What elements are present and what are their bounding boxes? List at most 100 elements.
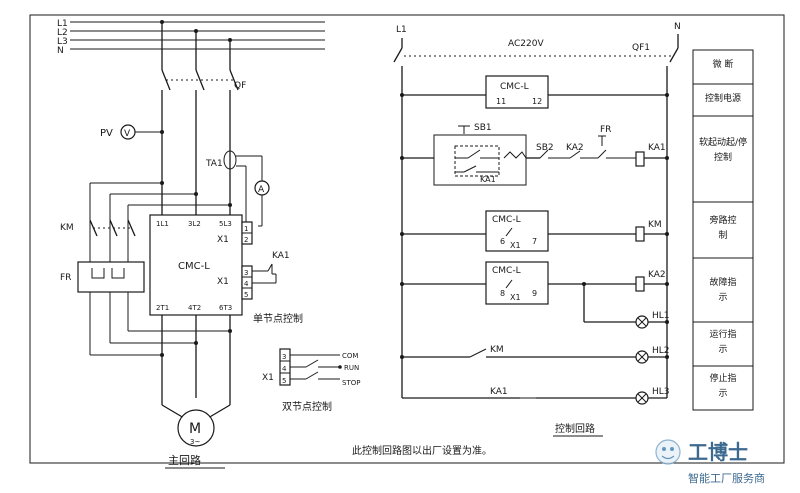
dual-signal-stop: STOP (342, 379, 360, 387)
ka1-main-label: KA1 (272, 251, 290, 261)
pin-4t2: 4T2 (188, 304, 201, 312)
control-circuit: L1 N AC220V QF1 CMC-L 11 12 (393, 22, 681, 437)
ta1-label: TA1 (205, 159, 223, 169)
legend-item-run: 运行指示 (709, 330, 737, 355)
control-circuit-caption: 控制回路 (555, 422, 595, 435)
motor-symbol: M (189, 421, 201, 437)
motor-phase: 3~ (190, 438, 200, 446)
x1-label-bottom: X1 (217, 277, 229, 287)
legend-item-bypass: 旁路控制 (709, 216, 737, 241)
bus-label-l2: L2 (57, 28, 68, 38)
term-5: 5 (244, 291, 248, 299)
ka1-contact-label: KA1 (490, 387, 508, 397)
voltmeter: V PV (100, 124, 164, 140)
pin-5l3: 5L3 (219, 220, 232, 228)
watermark-name: 工博士 (688, 440, 748, 464)
legend-item-stop: 停止指示 (709, 374, 737, 399)
row-start-stop: SB1 KA1 SB2 KA2 FR KA1 (400, 123, 669, 186)
main-circuit-caption: 主回路 (168, 454, 201, 467)
qf-label: QF (234, 81, 246, 91)
bus-label-l1: L1 (57, 19, 68, 29)
dual-signal-run: RUN (344, 364, 359, 372)
bus-label-n: N (57, 46, 64, 56)
cmc-power-label: CMC-L (500, 82, 529, 92)
legend-table: 微 断 控制电源 软起动起/停控制 旁路控制 故障指示 运行指示 停止指示 (692, 49, 754, 411)
qf-breaker: QF (161, 69, 246, 215)
bypass-cmc-label: CMC-L (492, 215, 521, 225)
ka1-hold-label: KA1 (480, 175, 496, 184)
hl1-lamp (635, 315, 649, 329)
legend-item-fault: 故障指示 (709, 278, 737, 303)
row-fault: CMC-L 8 X1 9 KA2 HL1 (400, 261, 670, 329)
pin-1l1: 1L1 (156, 220, 169, 228)
control-n-label: N (674, 22, 681, 32)
km-contactor: KM (60, 219, 136, 237)
watermark-slogan: 智能工厂服务商 (688, 471, 765, 485)
fr-thermal-relay: FR (60, 250, 232, 357)
voltmeter-symbol: V (124, 129, 131, 139)
dual-pin-4: 4 (282, 365, 287, 373)
bus-label-l3: L3 (57, 37, 68, 47)
bypass-pin-7: 7 (532, 237, 537, 246)
pin-3l2: 3L2 (188, 220, 201, 228)
dual-signal-com: COM (342, 352, 358, 360)
km-coil-label: KM (648, 220, 662, 230)
footnote: 此控制回路图以出厂设置为准。 (352, 444, 492, 457)
cmc-pin-12: 12 (532, 97, 542, 106)
row-stop: KA1 HL3 (402, 387, 670, 405)
row-power: CMC-L 11 12 (400, 75, 669, 109)
ka1-coil-label: KA1 (648, 143, 666, 153)
fr-contact-label: FR (600, 125, 611, 135)
dual-node-label: 双节点控制 (282, 400, 332, 413)
main-circuit: L1 L2 L3 N QF V PV (57, 19, 360, 469)
cmc-pin-11: 11 (496, 97, 506, 106)
ka2-coil-label: KA2 (648, 270, 666, 280)
sb1-label: SB1 (474, 123, 492, 133)
pin-2t1: 2T1 (156, 304, 169, 312)
watermark-logo: 工博士 智能工厂服务商 (655, 439, 765, 485)
hl2-lamp (635, 350, 649, 364)
term-4: 4 (244, 280, 249, 288)
dual-pin-5: 5 (282, 377, 286, 385)
fault-pin-8: 8 (500, 289, 505, 298)
km-label: KM (60, 223, 74, 233)
ka1-single-node: KA1 单节点控制 (252, 251, 303, 325)
hl3-label: HL3 (652, 387, 670, 397)
fault-pin-x1: X1 (510, 293, 521, 302)
qf1-label: QF1 (632, 43, 650, 53)
single-node-label: 单节点控制 (253, 312, 303, 325)
dual-pin-3: 3 (282, 353, 286, 361)
motor: M 3~ 主回路 (165, 409, 225, 469)
cmc-device-label: CMC-L (178, 261, 210, 272)
row-run: KM HL2 (400, 345, 670, 364)
dual-x1-label: X1 (262, 373, 274, 383)
ka2-contact-label: KA2 (566, 143, 584, 153)
bypass-pin-6: 6 (500, 237, 505, 246)
row-bypass: CMC-L 6 X1 7 KM (400, 210, 669, 252)
pin-6t3: 6T3 (219, 304, 232, 312)
term-3: 3 (244, 269, 248, 277)
term-1: 1 (244, 225, 248, 233)
fault-cmc-label: CMC-L (492, 266, 521, 276)
hl2-label: HL2 (652, 346, 670, 356)
hl1-label: HL1 (652, 311, 670, 321)
cmc-l-soft-starter: 1L1 3L2 5L3 CMC-L 2T1 4T2 6T3 X1 X1 1 2 … (149, 214, 253, 316)
fr-label: FR (60, 273, 71, 283)
diagram-frame (29, 14, 785, 464)
legend-item-breaker: 微 断 (712, 60, 734, 70)
hl3-lamp (635, 391, 649, 405)
km-contact-label: KM (490, 345, 504, 355)
legend-item-start-stop: 软起动起/停控制 (698, 138, 748, 163)
fault-pin-9: 9 (532, 289, 537, 298)
pv-label: PV (100, 128, 113, 139)
sb2-label: SB2 (536, 143, 554, 153)
bypass-pin-x1: X1 (510, 241, 521, 250)
dual-node-control: 3 4 5 X1 COM RUN STOP 双节点控制 (262, 348, 360, 413)
term-2: 2 (244, 236, 248, 244)
control-l1-label: L1 (396, 25, 407, 35)
x1-label-top: X1 (217, 235, 229, 245)
ammeter-symbol: A (258, 185, 265, 195)
voltage-label: AC220V (508, 39, 544, 49)
legend-item-control-power: 控制电源 (704, 94, 741, 104)
